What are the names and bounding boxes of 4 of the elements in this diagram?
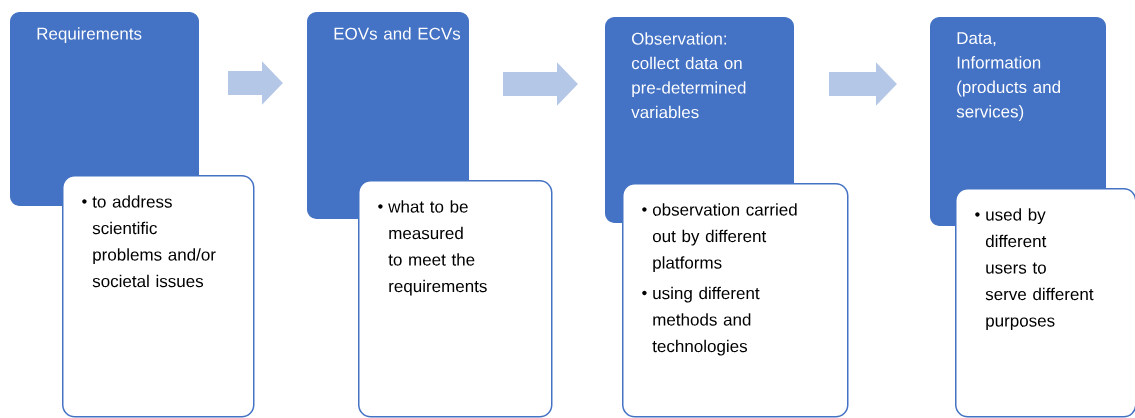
bullet-box: what to be measured to meet the requirements: [358, 180, 553, 418]
bullet-box: observation carried out by different platforms using different methods and technologies: [622, 183, 849, 418]
bullet-box: to address scientific problems and/or societal issues: [62, 175, 255, 418]
bullet-box: used by different users to serve different purposes: [955, 188, 1135, 418]
